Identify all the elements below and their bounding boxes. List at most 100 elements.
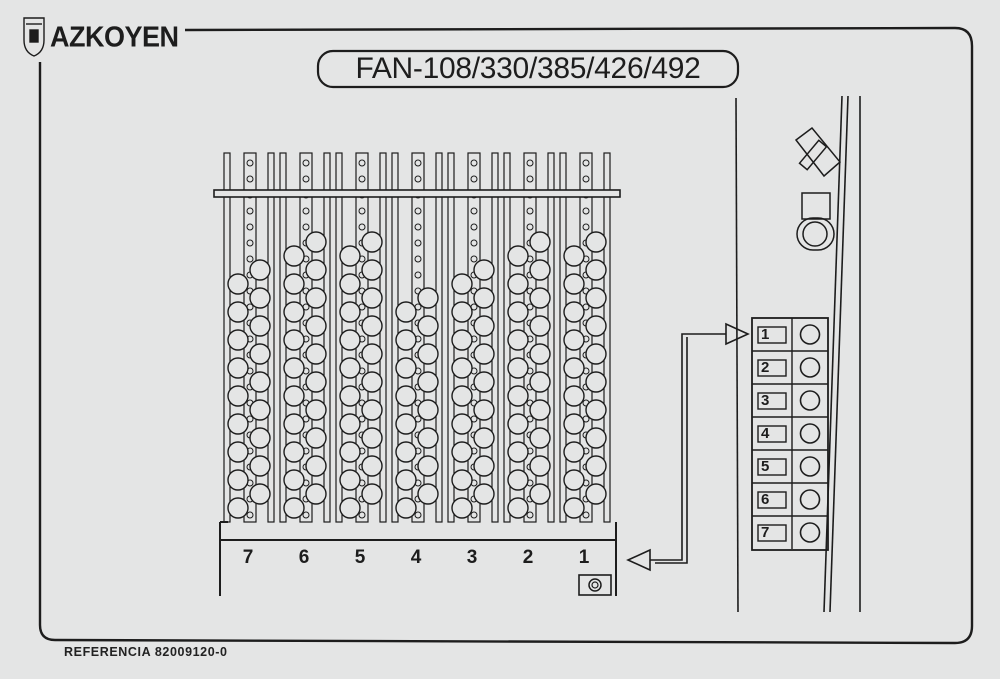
coin xyxy=(339,385,361,407)
coin xyxy=(451,441,473,463)
panel-label-6: 6 xyxy=(761,491,770,508)
panel-label-7: 7 xyxy=(761,524,770,541)
panel-label-2: 2 xyxy=(761,359,770,376)
rail-hole xyxy=(246,159,254,167)
rail-hole xyxy=(582,159,590,167)
rail-hole xyxy=(246,223,254,231)
selection-button xyxy=(799,456,821,477)
coin xyxy=(417,371,439,393)
coin xyxy=(507,385,529,407)
coin xyxy=(305,231,327,253)
coin xyxy=(227,329,249,351)
coin xyxy=(417,343,439,365)
coin xyxy=(249,343,271,365)
coin xyxy=(451,329,473,351)
coin xyxy=(529,287,551,309)
rail-hole xyxy=(358,175,366,183)
coin-column-2 xyxy=(503,152,555,523)
selection-button xyxy=(799,324,821,345)
column-rail-right xyxy=(435,152,443,523)
coin xyxy=(305,399,327,421)
coin xyxy=(417,315,439,337)
rail-hole xyxy=(582,223,590,231)
label-plate xyxy=(757,491,787,509)
coin xyxy=(529,343,551,365)
label-plate xyxy=(757,392,787,410)
coin xyxy=(417,455,439,477)
coin xyxy=(227,497,249,519)
rail-hole xyxy=(470,175,478,183)
coin xyxy=(339,245,361,267)
column-label-2: 2 xyxy=(522,547,534,568)
coin xyxy=(563,385,585,407)
coin xyxy=(473,343,495,365)
coin xyxy=(585,231,607,253)
coin-column-3 xyxy=(447,152,499,523)
coin xyxy=(283,385,305,407)
coin-slot-icon xyxy=(794,126,842,251)
coin xyxy=(585,371,607,393)
coin xyxy=(563,329,585,351)
rail-hole xyxy=(582,207,590,215)
coin xyxy=(563,441,585,463)
column-rail-right xyxy=(379,152,387,523)
panel-frame xyxy=(751,317,829,551)
coin xyxy=(507,245,529,267)
rail-hole xyxy=(414,271,422,279)
coin-column-1 xyxy=(559,152,611,523)
coin xyxy=(249,455,271,477)
rail-hole xyxy=(470,223,478,231)
coin xyxy=(473,371,495,393)
selection-button xyxy=(799,423,821,444)
coin xyxy=(507,301,529,323)
panel-label-4: 4 xyxy=(761,425,770,442)
coin xyxy=(507,357,529,379)
coin xyxy=(585,287,607,309)
coin xyxy=(249,315,271,337)
panel-row-3 xyxy=(752,383,828,417)
coin xyxy=(227,301,249,323)
rail-hole xyxy=(526,175,534,183)
coin xyxy=(283,469,305,491)
coin xyxy=(563,413,585,435)
coin xyxy=(563,469,585,491)
coin xyxy=(283,329,305,351)
coin xyxy=(305,455,327,477)
coin xyxy=(529,259,551,281)
rail-hole xyxy=(246,175,254,183)
coin xyxy=(339,469,361,491)
coin xyxy=(339,329,361,351)
coin xyxy=(585,315,607,337)
coin xyxy=(529,315,551,337)
coin xyxy=(417,427,439,449)
coin xyxy=(249,371,271,393)
rail-hole xyxy=(526,207,534,215)
coin xyxy=(529,455,551,477)
selection-panel xyxy=(751,317,829,551)
coin xyxy=(305,483,327,505)
rail-hole xyxy=(246,511,254,519)
rail-hole xyxy=(358,207,366,215)
coin xyxy=(507,413,529,435)
coin xyxy=(283,413,305,435)
panel-label-3: 3 xyxy=(761,392,770,409)
rail-hole xyxy=(526,223,534,231)
coin xyxy=(473,399,495,421)
coin xyxy=(339,301,361,323)
rail-hole xyxy=(582,511,590,519)
coin xyxy=(395,497,417,519)
coin xyxy=(227,357,249,379)
rail-hole xyxy=(302,511,310,519)
coin xyxy=(339,357,361,379)
coin xyxy=(473,455,495,477)
coin xyxy=(507,273,529,295)
coin xyxy=(305,343,327,365)
coin xyxy=(507,329,529,351)
rail-hole xyxy=(414,255,422,263)
azkoyen-logo xyxy=(23,17,45,57)
coin xyxy=(417,399,439,421)
coin xyxy=(339,413,361,435)
column-label-3: 3 xyxy=(466,547,478,568)
column-label-5: 5 xyxy=(354,547,366,568)
